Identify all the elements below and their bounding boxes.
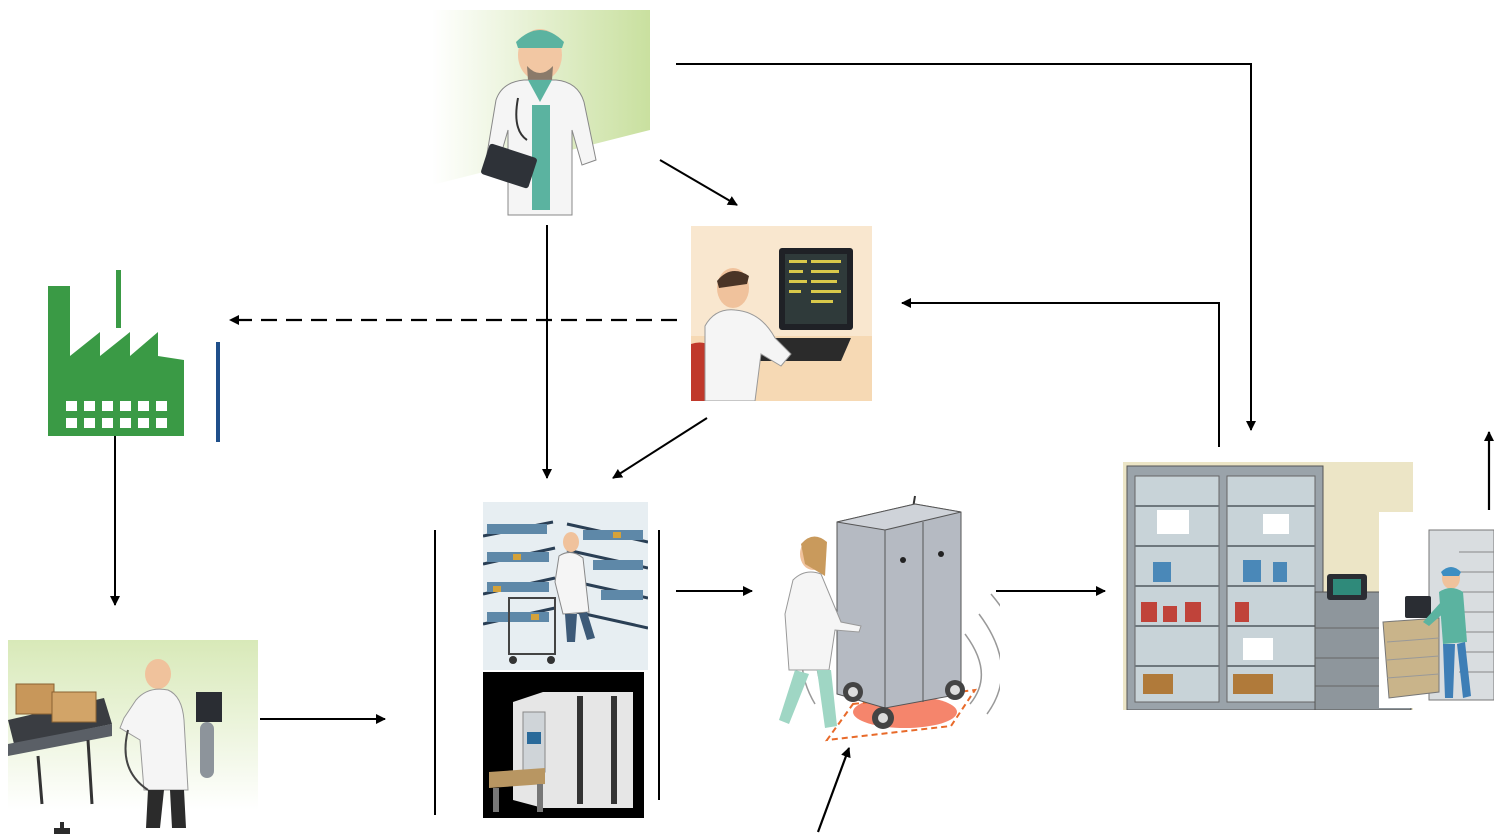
cabinet-node <box>1123 462 1413 710</box>
arrow-doctor-to-pharmacist <box>659 159 738 206</box>
pharmacist-node <box>691 226 872 401</box>
doctor-node <box>432 10 650 220</box>
partial-fragment-icon <box>54 822 70 834</box>
arrow-pharmacist-to-warehouse <box>612 417 708 479</box>
rfid-transport-cabinet-icon <box>779 495 1000 742</box>
doctor-clipboard-icon <box>432 10 650 216</box>
cart-node <box>765 494 1000 744</box>
packing-node <box>8 640 258 834</box>
warehouse-shelves-icon <box>483 502 648 670</box>
warehouse-node <box>483 502 648 670</box>
nurse-medication-cart-icon <box>1379 512 1494 708</box>
nurse-node <box>1379 512 1494 708</box>
robot-node <box>483 672 644 818</box>
arrow-cabinet-to-pharmacist <box>901 298 1220 447</box>
dispensing-robot-icon <box>483 672 644 818</box>
arrow-external-to-cart <box>816 747 851 833</box>
arrow-doctor-to-cabinet <box>676 63 1256 431</box>
partial-icon-fragment <box>52 820 72 834</box>
factory-icon <box>48 270 220 442</box>
factory-node <box>40 268 222 443</box>
packing-line-icon <box>8 640 258 828</box>
ward-medication-cabinet-icon <box>1123 462 1413 710</box>
pharmacist-computer-icon <box>691 226 872 401</box>
